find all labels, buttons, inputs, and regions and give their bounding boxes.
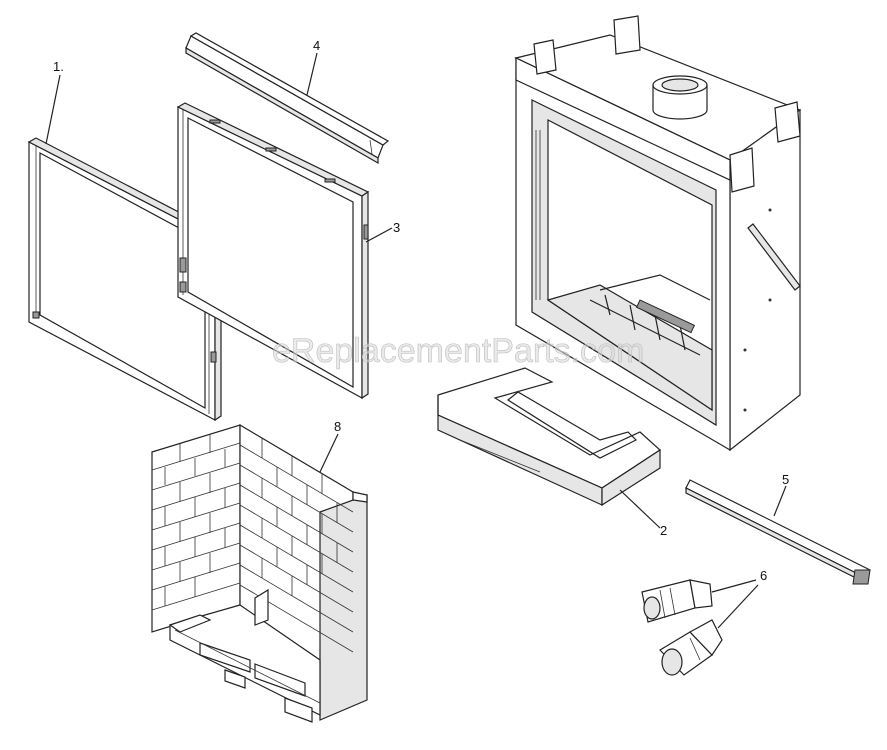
- callout-8: 8: [334, 419, 341, 434]
- part-6-blower-lower: [659, 619, 723, 676]
- part-5-bottom-trim: [685, 479, 871, 585]
- callout-6: 6: [760, 568, 767, 583]
- fireplace-box: [514, 15, 802, 452]
- part-8-brick-liner: [151, 423, 368, 723]
- part-2-hearth-base: [437, 367, 661, 507]
- part-6-blower-upper: [641, 579, 713, 623]
- leader-lines: [45, 52, 787, 629]
- callout-5: 5: [782, 472, 789, 487]
- callout-1: 1.: [53, 59, 64, 74]
- callout-3: 3: [393, 220, 400, 235]
- watermark: eReplacementParts.com: [272, 332, 644, 370]
- part-4-top-trim: [185, 32, 390, 165]
- part-3-inner-frame: [176, 102, 370, 400]
- callout-2: 2: [660, 523, 667, 538]
- callout-4: 4: [313, 38, 320, 53]
